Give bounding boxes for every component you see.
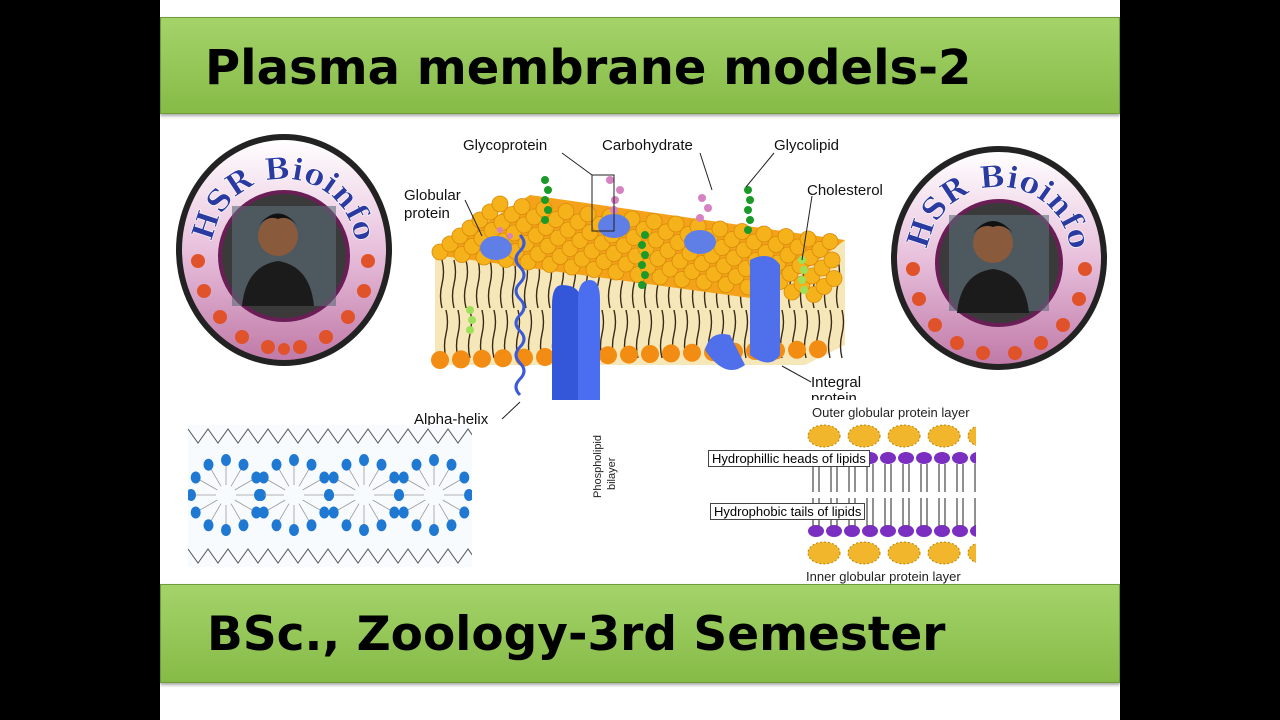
lipid-head [641,345,659,363]
micelle-head [203,458,214,471]
pointer-lines [464,152,813,420]
micelle-head [446,519,457,532]
micelle-head [389,471,400,484]
lipid-head [557,203,575,220]
label-carbohydrate: Carbohydrate [602,137,693,154]
micelle-head [289,524,299,536]
hsr-bioinfo-logo-right: HSR Bioinfo [891,146,1107,370]
lipid-tail [439,259,449,359]
micelle-head [446,458,457,471]
micelle-head [251,506,262,519]
lipid-head [788,340,806,359]
slide-subtitle: BSc., Zoology-3rd Semester [207,607,946,662]
micelle-head [238,458,249,471]
micelle-head [190,506,201,519]
micelle-head [429,524,439,536]
micelle-head [238,519,249,532]
micelle-head [203,519,214,532]
lipid-head [799,230,817,248]
micelle-head [464,489,472,501]
label-integral-1: Integral [811,374,862,391]
lipid-head [431,351,449,369]
lipid-head [473,349,491,368]
micelle-head [341,519,352,532]
lipid-head [599,346,617,365]
micelle-diagram [188,425,472,567]
micelle-head [389,506,400,519]
lipid-head [491,195,509,213]
lipid-head [667,215,685,233]
title-banner: Plasma membrane models-2 [160,17,1120,114]
label-phospholipid: Phospholipid [592,435,604,498]
label-globular-1: Globular [404,187,461,204]
micelle-head [394,489,404,501]
label-glycolipid: Glycolipid [774,137,840,154]
micelle-head [306,519,317,532]
micelle-head [341,458,352,471]
micelle-head [411,519,422,532]
label-inner-layer: Inner globular protein layer [806,569,961,584]
micelle-head [376,519,387,532]
label-globular-2: protein [404,205,450,222]
lipid-head [452,350,470,369]
lipid-head [662,344,680,363]
lipid-head [755,225,773,243]
micelle-head [398,506,409,519]
label-hydrophilic-heads: Hydrophillic heads of lipids [708,450,870,467]
micelle-head [254,489,264,501]
micelle-head [271,519,282,532]
lipid-head [821,233,839,250]
micelle-head [251,471,262,484]
label-hydrophobic-tails: Hydrophobic tails of lipids [710,503,866,520]
micelle-head [188,489,196,501]
lipid-head [777,228,795,245]
lipid-head [513,198,531,215]
micelle-head [359,454,369,466]
label-outer-layer: Outer globular protein layer [812,405,970,420]
micelle-head [398,471,409,484]
micelle-head [376,458,387,471]
fluid-mosaic-diagram [431,176,845,400]
micelle-head [328,471,339,484]
micelle-head [324,489,334,501]
lipid-head [809,340,827,359]
micelle-head [328,506,339,519]
lipid-tail [487,259,497,359]
subtitle-banner: BSc., Zoology-3rd Semester [160,584,1120,683]
micelle-head [459,471,470,484]
label-integral-2: protein [811,390,857,400]
lipid-head [494,349,512,368]
hsr-bioinfo-logo-left: HSR Bioinfo [176,134,392,366]
lipid-head [825,270,843,287]
lipid-tail [451,259,461,359]
micelle-head [319,471,330,484]
lipid-head [620,345,638,364]
lipid-head [711,220,729,238]
micelle-head [429,454,439,466]
micelle-head [258,471,269,484]
unit-membrane-diagram [807,424,976,565]
micelle-head [271,458,282,471]
micelle-head [359,524,369,536]
micelle-head [221,524,231,536]
lipid-head [683,343,701,362]
label-cholesterol: Cholesterol [807,182,883,199]
label-glycoprotein: Glycoprotein [463,137,548,154]
micelle-head [190,471,201,484]
slide-title: Plasma membrane models-2 [205,40,972,96]
micelle-head [306,458,317,471]
micelle-head [258,506,269,519]
lipid-head [536,348,554,366]
label-alpha-helix: Alpha-helix [414,411,489,428]
micelle-head [319,506,330,519]
lipid-head [645,213,663,230]
lipid-head [823,251,841,269]
micelle-head [411,458,422,471]
label-bilayer: bilayer [606,457,618,490]
micelle-head [459,506,470,519]
slide: Plasma membrane models-2 HSR Bioinfo [160,0,1120,720]
micelle-head [289,454,299,466]
micelle-head [221,454,231,466]
